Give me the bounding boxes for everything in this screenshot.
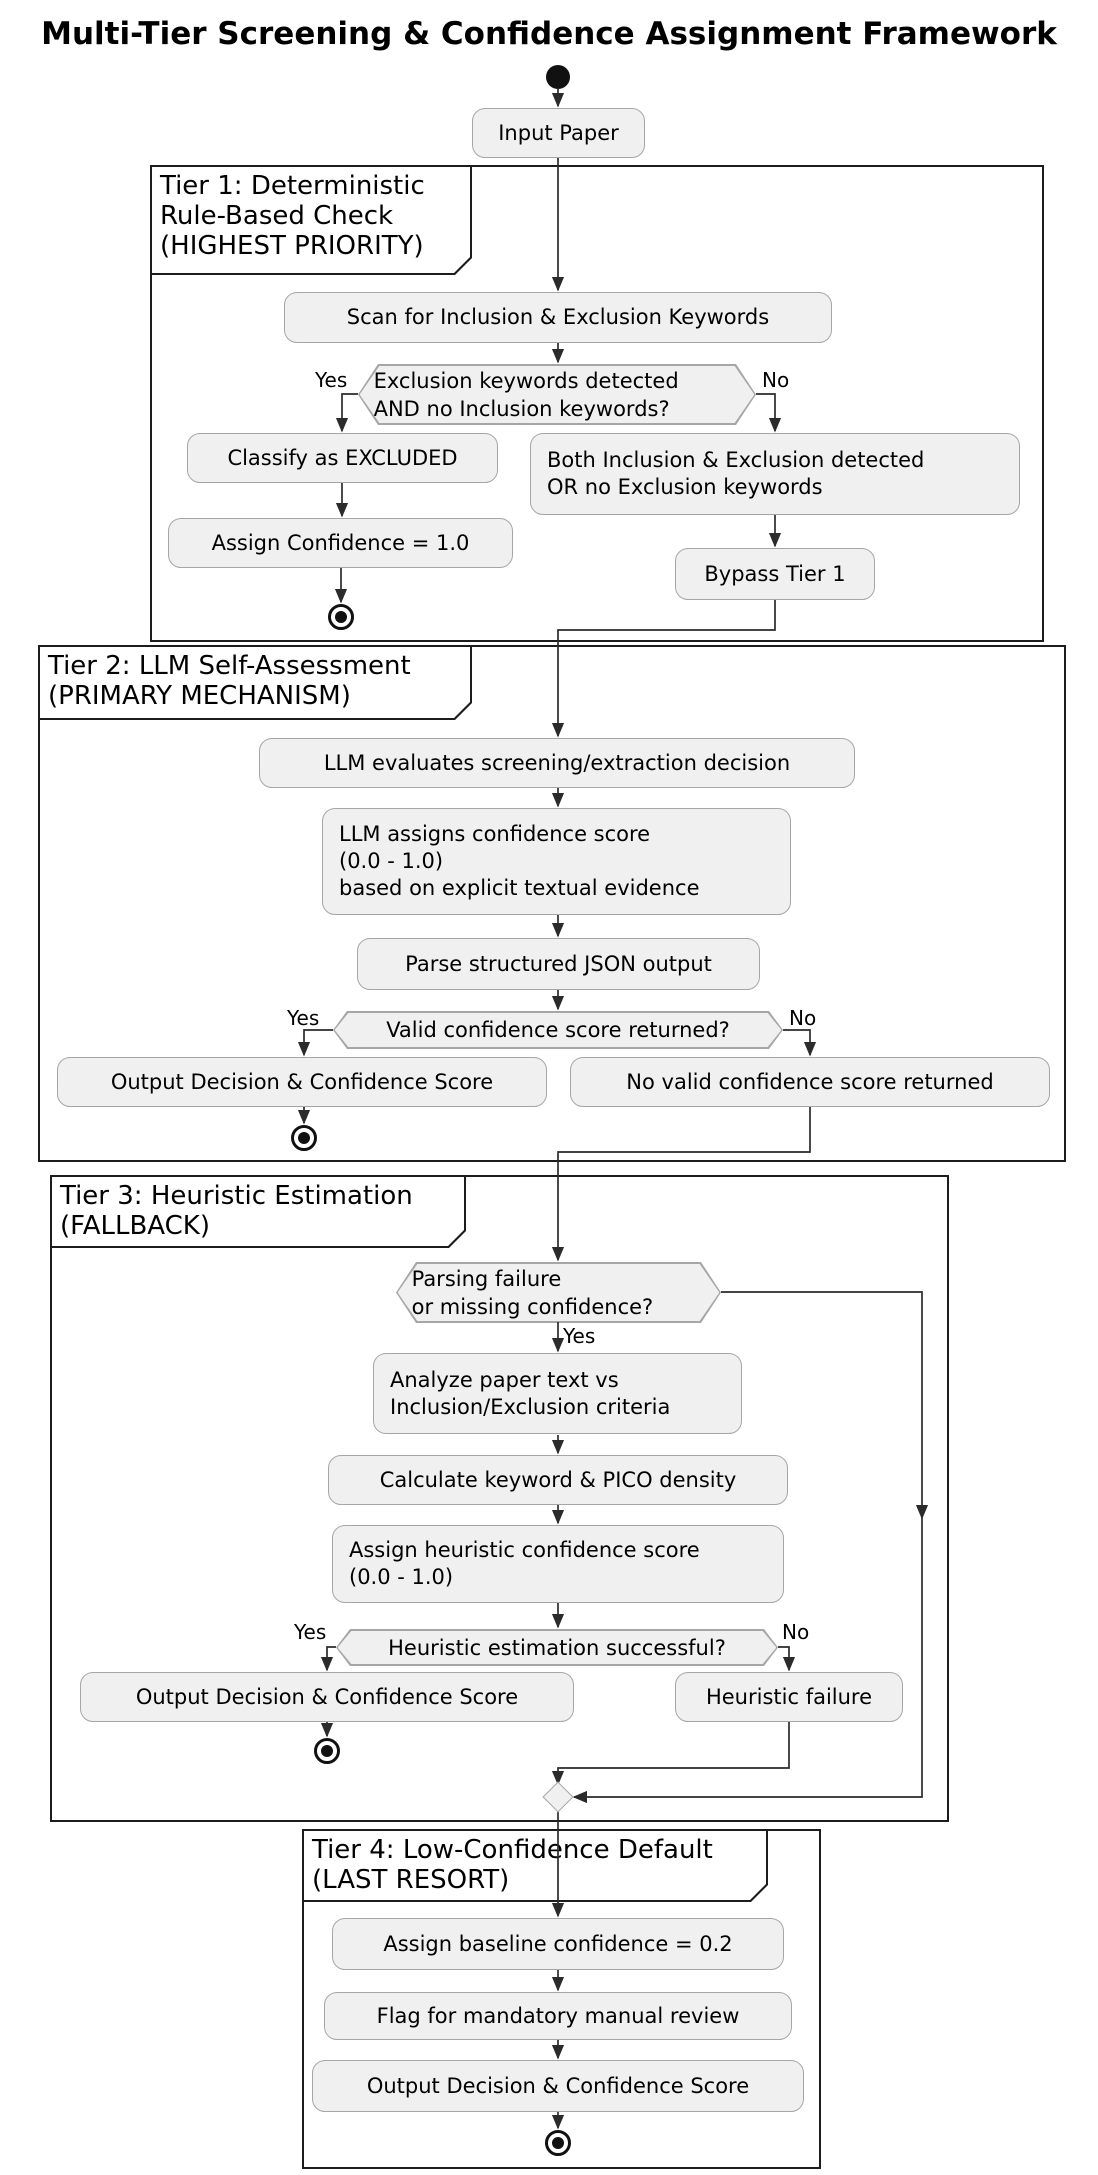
- node-bypass-tier1: Bypass Tier 1: [675, 548, 875, 600]
- edge-label-yes: Yes: [287, 1006, 320, 1030]
- partition-tier4-label-tab: Tier 4: Low-Confidence Default (LAST RES…: [302, 1829, 768, 1902]
- diagram-title: Multi-Tier Screening & Confidence Assign…: [41, 16, 1057, 52]
- node-assign-heuristic: Assign heuristic confidence score (0.0 -…: [332, 1525, 784, 1603]
- node-llm-evaluates: LLM evaluates screening/extraction decis…: [259, 738, 855, 788]
- end-node-tier3: [314, 1738, 340, 1764]
- node-assign-baseline: Assign baseline confidence = 0.2: [332, 1918, 784, 1970]
- node-flag-manual-review: Flag for mandatory manual review: [324, 1992, 792, 2040]
- decision-parsing-failure: Parsing failure or missing confidence?: [396, 1262, 721, 1323]
- end-node-tier4: [545, 2130, 571, 2156]
- decision-exclusion-keywords: Exclusion keywords detected AND no Inclu…: [358, 364, 756, 425]
- start-node: [546, 65, 570, 89]
- node-output-tier4: Output Decision & Confidence Score: [312, 2060, 804, 2112]
- partition-tier2-label: Tier 2: LLM Self-Assessment (PRIMARY MEC…: [40, 647, 470, 718]
- node-analyze-paper: Analyze paper text vs Inclusion/Exclusio…: [373, 1353, 742, 1434]
- node-calculate-density: Calculate keyword & PICO density: [328, 1455, 788, 1505]
- partition-tier3: [50, 1175, 949, 1822]
- decision-heuristic-success: Heuristic estimation successful?: [336, 1629, 778, 1666]
- node-no-valid-score: No valid confidence score returned: [570, 1057, 1050, 1107]
- end-node-tier1: [328, 604, 354, 630]
- node-input-paper: Input Paper: [472, 108, 645, 158]
- node-llm-assigns-score: LLM assigns confidence score (0.0 - 1.0)…: [322, 808, 791, 915]
- node-both-detected: Both Inclusion & Exclusion detected OR n…: [530, 433, 1020, 515]
- partition-tier1-label-tab: Tier 1: Deterministic Rule-Based Check (…: [150, 165, 472, 275]
- node-assign-confidence-1: Assign Confidence = 1.0: [168, 518, 513, 568]
- edge-label-yes: Yes: [294, 1620, 327, 1644]
- partition-tier1-label: Tier 1: Deterministic Rule-Based Check (…: [152, 167, 470, 273]
- partition-tier2: [38, 645, 1066, 1162]
- partition-tier4-label: Tier 4: Low-Confidence Default (LAST RES…: [304, 1831, 766, 1900]
- node-parse-json: Parse structured JSON output: [357, 938, 760, 990]
- edge-label-yes: Yes: [315, 368, 348, 392]
- edge-label-no: No: [789, 1006, 817, 1030]
- partition-tier3-label-tab: Tier 3: Heuristic Estimation (FALLBACK): [50, 1175, 466, 1248]
- node-heuristic-failure: Heuristic failure: [675, 1672, 903, 1722]
- edge-label-no: No: [762, 368, 790, 392]
- node-scan-keywords: Scan for Inclusion & Exclusion Keywords: [284, 292, 832, 343]
- edge-label-yes: Yes: [563, 1324, 596, 1348]
- partition-tier3-label: Tier 3: Heuristic Estimation (FALLBACK): [52, 1177, 464, 1246]
- node-classify-excluded: Classify as EXCLUDED: [187, 433, 498, 483]
- partition-tier2-label-tab: Tier 2: LLM Self-Assessment (PRIMARY MEC…: [38, 645, 472, 720]
- edge-label-no: No: [782, 1620, 810, 1644]
- node-output-tier3: Output Decision & Confidence Score: [80, 1672, 574, 1722]
- decision-valid-score: Valid confidence score returned?: [333, 1011, 783, 1049]
- node-output-tier2: Output Decision & Confidence Score: [57, 1057, 547, 1107]
- end-node-tier2: [291, 1125, 317, 1151]
